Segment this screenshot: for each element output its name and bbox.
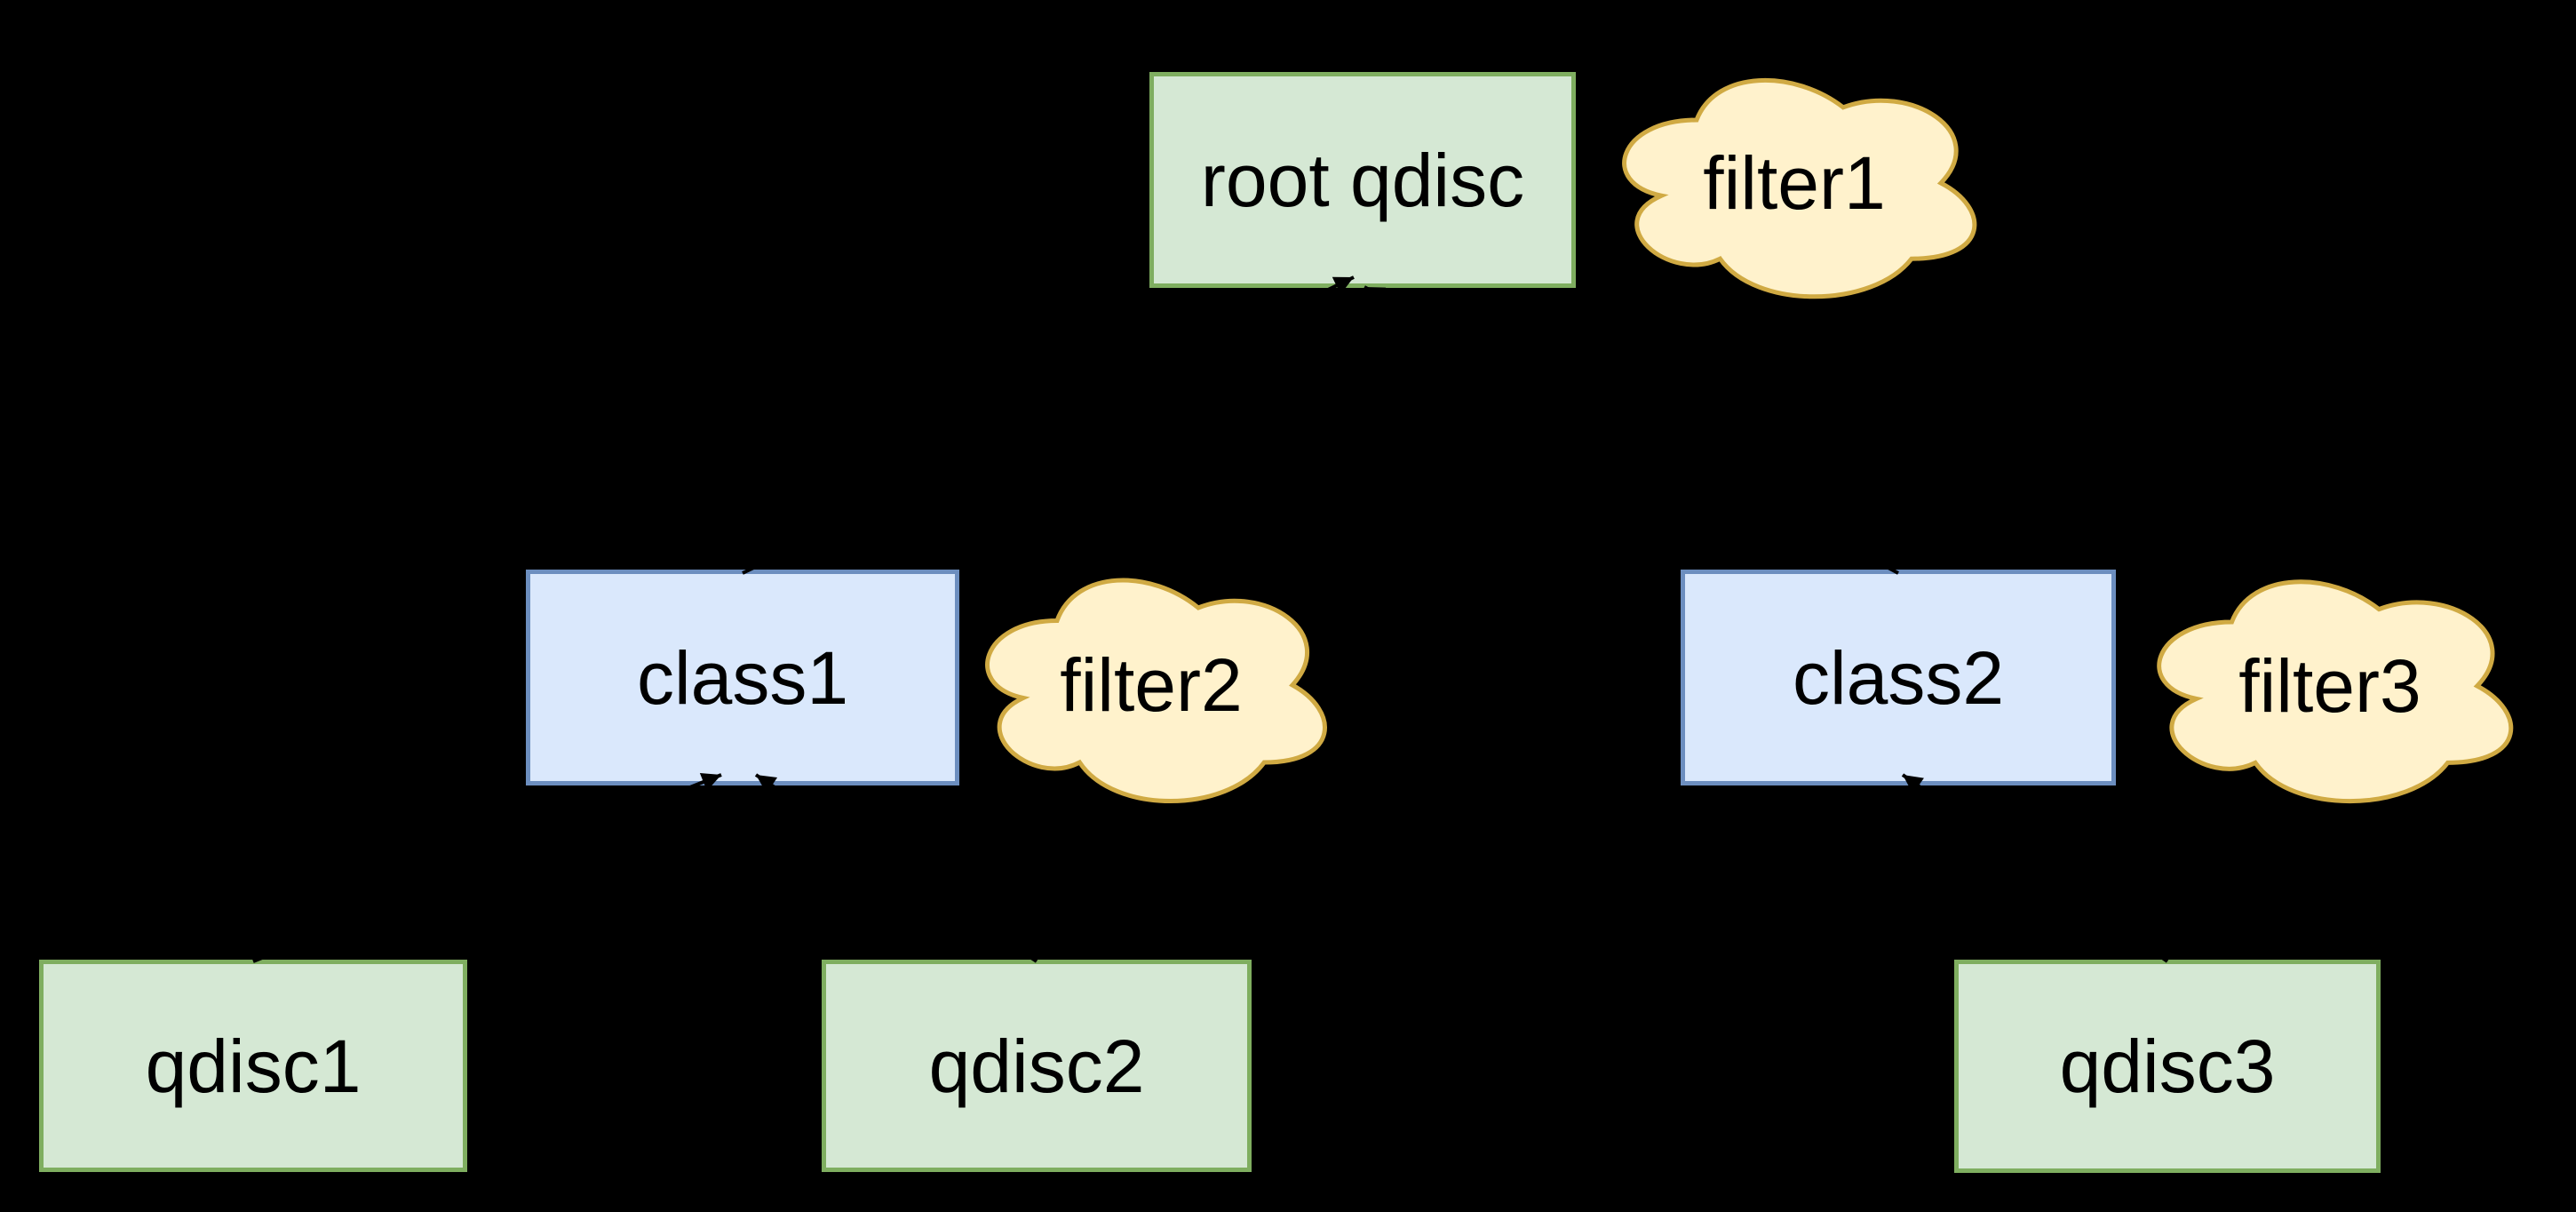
node-class1: class1 <box>526 570 959 785</box>
node-root-qdisc: root qdisc <box>1149 72 1576 288</box>
root-qdisc-label: root qdisc <box>1200 138 1525 222</box>
node-filter3: filter3 <box>2134 558 2526 814</box>
filter3-label: filter3 <box>2238 644 2421 728</box>
cloud-outline <box>1622 77 1977 299</box>
node-class2: class2 <box>1681 570 2116 785</box>
edge-qdisc3-to-class2 <box>1901 773 2169 963</box>
cloud-outline <box>2157 579 2514 803</box>
node-qdisc2: qdisc2 <box>822 960 1252 1172</box>
class2-label: class2 <box>1792 635 2005 720</box>
filter2-label: filter2 <box>1060 643 1243 727</box>
node-filter2: filter2 <box>963 556 1340 814</box>
edge-qdisc1-to-class1 <box>252 772 722 963</box>
qdisc3-label: qdisc3 <box>2059 1025 2276 1108</box>
cloud-shape <box>2157 579 2514 803</box>
filter1-label: filter1 <box>1703 141 1886 225</box>
edge-class1-to-root-qdisc <box>742 275 1355 575</box>
class1-label: class1 <box>636 635 849 720</box>
edge-class2-to-root-qdisc <box>1364 285 1899 575</box>
qdisc2-label: qdisc2 <box>928 1024 1145 1108</box>
cloud-shape <box>1622 77 1977 299</box>
node-filter1: filter1 <box>1599 57 1990 309</box>
cloud-shape <box>985 578 1327 803</box>
cloud-outline <box>985 578 1327 803</box>
qdisc1-label: qdisc1 <box>145 1024 362 1108</box>
node-qdisc1: qdisc1 <box>39 960 467 1172</box>
node-qdisc3: qdisc3 <box>1954 960 2381 1173</box>
